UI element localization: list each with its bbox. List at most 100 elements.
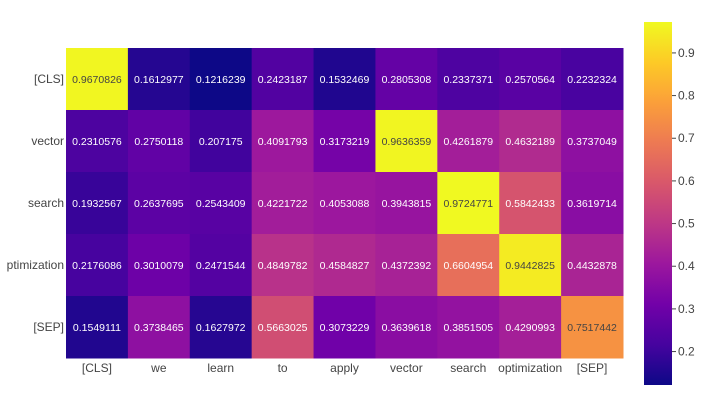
heatmap-cell (437, 110, 500, 173)
cell-value-label: 0.3737049 (567, 136, 617, 148)
heatmap-cell (499, 172, 562, 235)
heatmap-cell (499, 48, 562, 111)
cell-value-label: 0.9670826 (72, 74, 122, 86)
y-axis-ticks: [CLS] vector search ptimization [SEP] (7, 72, 64, 334)
heatmap-cell (66, 234, 129, 297)
cell-value-label: 0.9442825 (505, 260, 555, 272)
cell-value-label: 0.4432878 (567, 260, 617, 272)
colorbar-tick-label: 0.5 (678, 217, 695, 231)
heatmap-cell (561, 110, 624, 173)
heatmap-cell (375, 110, 438, 173)
heatmap-cell (375, 48, 438, 111)
colorbar-tick-label: 0.7 (678, 131, 695, 145)
heatmap-cell (561, 172, 624, 235)
colorbar-tick-label: 0.6 (678, 174, 695, 188)
heatmap-cell (313, 172, 376, 235)
heatmap-cell (251, 110, 315, 173)
heatmap-cell (313, 296, 376, 359)
heatmap-cell (66, 110, 129, 173)
heatmap-cell (499, 234, 562, 297)
heatmap-cell (437, 48, 500, 111)
cell-value-label: 0.7517442 (567, 322, 617, 334)
x-tick-label: [CLS] (82, 361, 112, 375)
heatmap-cell (375, 296, 438, 359)
cell-value-label: 0.4091793 (258, 136, 308, 148)
cell-value-label: 0.3738465 (134, 322, 184, 334)
heatmap-cell (561, 48, 624, 111)
cell-value-label: 0.5842433 (505, 198, 555, 210)
heatmap-cell (127, 296, 191, 359)
cell-value-label: 0.1549111 (73, 322, 121, 334)
heatmap-cell (437, 234, 500, 297)
cell-value-label: 0.2637695 (134, 198, 184, 210)
cell-value-label: 0.4632189 (505, 136, 555, 148)
cell-value-label: 0.3943815 (382, 198, 432, 210)
y-tick-label: [SEP] (33, 320, 64, 334)
y-tick-label: vector (31, 134, 64, 148)
heatmap-cell (189, 48, 253, 111)
x-tick-label: vector (390, 361, 423, 375)
cell-value-label: 0.5663025 (258, 322, 308, 334)
x-tick-label: apply (330, 361, 359, 375)
cell-value-label: 0.4053088 (320, 198, 370, 210)
cell-value-label: 0.4372392 (382, 260, 432, 272)
cell-value-label: 0.4221722 (258, 198, 308, 210)
y-tick-label: [CLS] (34, 72, 64, 86)
cell-value-label: 0.4261879 (443, 136, 493, 148)
heatmap-cells (66, 48, 624, 359)
cell-value-label: 0.1532469 (320, 74, 370, 86)
cell-value-label: 0.1216239 (196, 74, 246, 86)
colorbar (644, 22, 672, 385)
y-tick-label: search (28, 196, 64, 210)
cell-value-label: 0.1932567 (72, 198, 122, 210)
cell-value-label: 0.2176086 (72, 260, 122, 272)
cell-value-label: 0.2570564 (505, 74, 555, 86)
colorbar-tick-label: 0.9 (678, 46, 695, 60)
heatmap-cell (189, 296, 253, 359)
colorbar-ticks: 0.20.30.40.50.60.70.80.9 (672, 46, 695, 359)
heatmap-cell (189, 234, 253, 297)
cell-value-label: 0.3173219 (320, 136, 370, 148)
x-tick-label: search (450, 361, 486, 375)
heatmap-cell (561, 234, 624, 297)
x-tick-label: we (150, 361, 167, 375)
colorbar-tick-label: 0.8 (678, 89, 695, 103)
cell-value-label: 0.3639618 (382, 322, 432, 334)
heatmap-cell (127, 48, 191, 111)
x-tick-label: optimization (498, 361, 562, 375)
cell-value-label: 0.3619714 (567, 198, 617, 210)
heatmap-cell-labels: 0.9670826 0.1612977 0.1216239 0.2423187 0.15… (72, 74, 617, 334)
y-tick-label: ptimization (7, 258, 64, 272)
heatmap-cell (561, 296, 624, 359)
cell-value-label: 0.3851505 (443, 322, 493, 334)
cell-value-label: 0.2423187 (258, 74, 308, 86)
heatmap-cell (499, 296, 562, 359)
cell-value-label: 0.1612977 (134, 74, 184, 86)
heatmap-cell (313, 48, 376, 111)
cell-value-label: 0.2337371 (443, 74, 493, 86)
heatmap-cell (251, 234, 315, 297)
heatmap-cell (375, 234, 438, 297)
heatmap-cell (437, 172, 500, 235)
heatmap-cell (313, 110, 376, 173)
cell-value-label: 0.1627972 (196, 322, 246, 334)
heatmap-cell (127, 234, 191, 297)
colorbar-tick-label: 0.4 (678, 259, 695, 273)
cell-value-label: 0.2750118 (134, 136, 183, 148)
heatmap-cell (127, 172, 191, 235)
colorbar-tick-label: 0.3 (678, 302, 695, 316)
heatmap-cell (499, 110, 562, 173)
heatmap-cell (66, 296, 129, 359)
cell-value-label: 0.9724771 (443, 198, 493, 210)
cell-value-label: 0.2471544 (196, 260, 246, 272)
cell-value-label: 0.4849782 (258, 260, 308, 272)
x-tick-label: learn (207, 361, 234, 375)
cell-value-label: 0.9636359 (382, 136, 432, 148)
cell-value-label: 0.3073229 (320, 322, 370, 334)
cell-value-label: 0.2232324 (567, 74, 617, 86)
x-tick-label: [SEP] (577, 361, 608, 375)
cell-value-label: 0.2805308 (382, 74, 432, 86)
heatmap-cell (66, 172, 129, 235)
